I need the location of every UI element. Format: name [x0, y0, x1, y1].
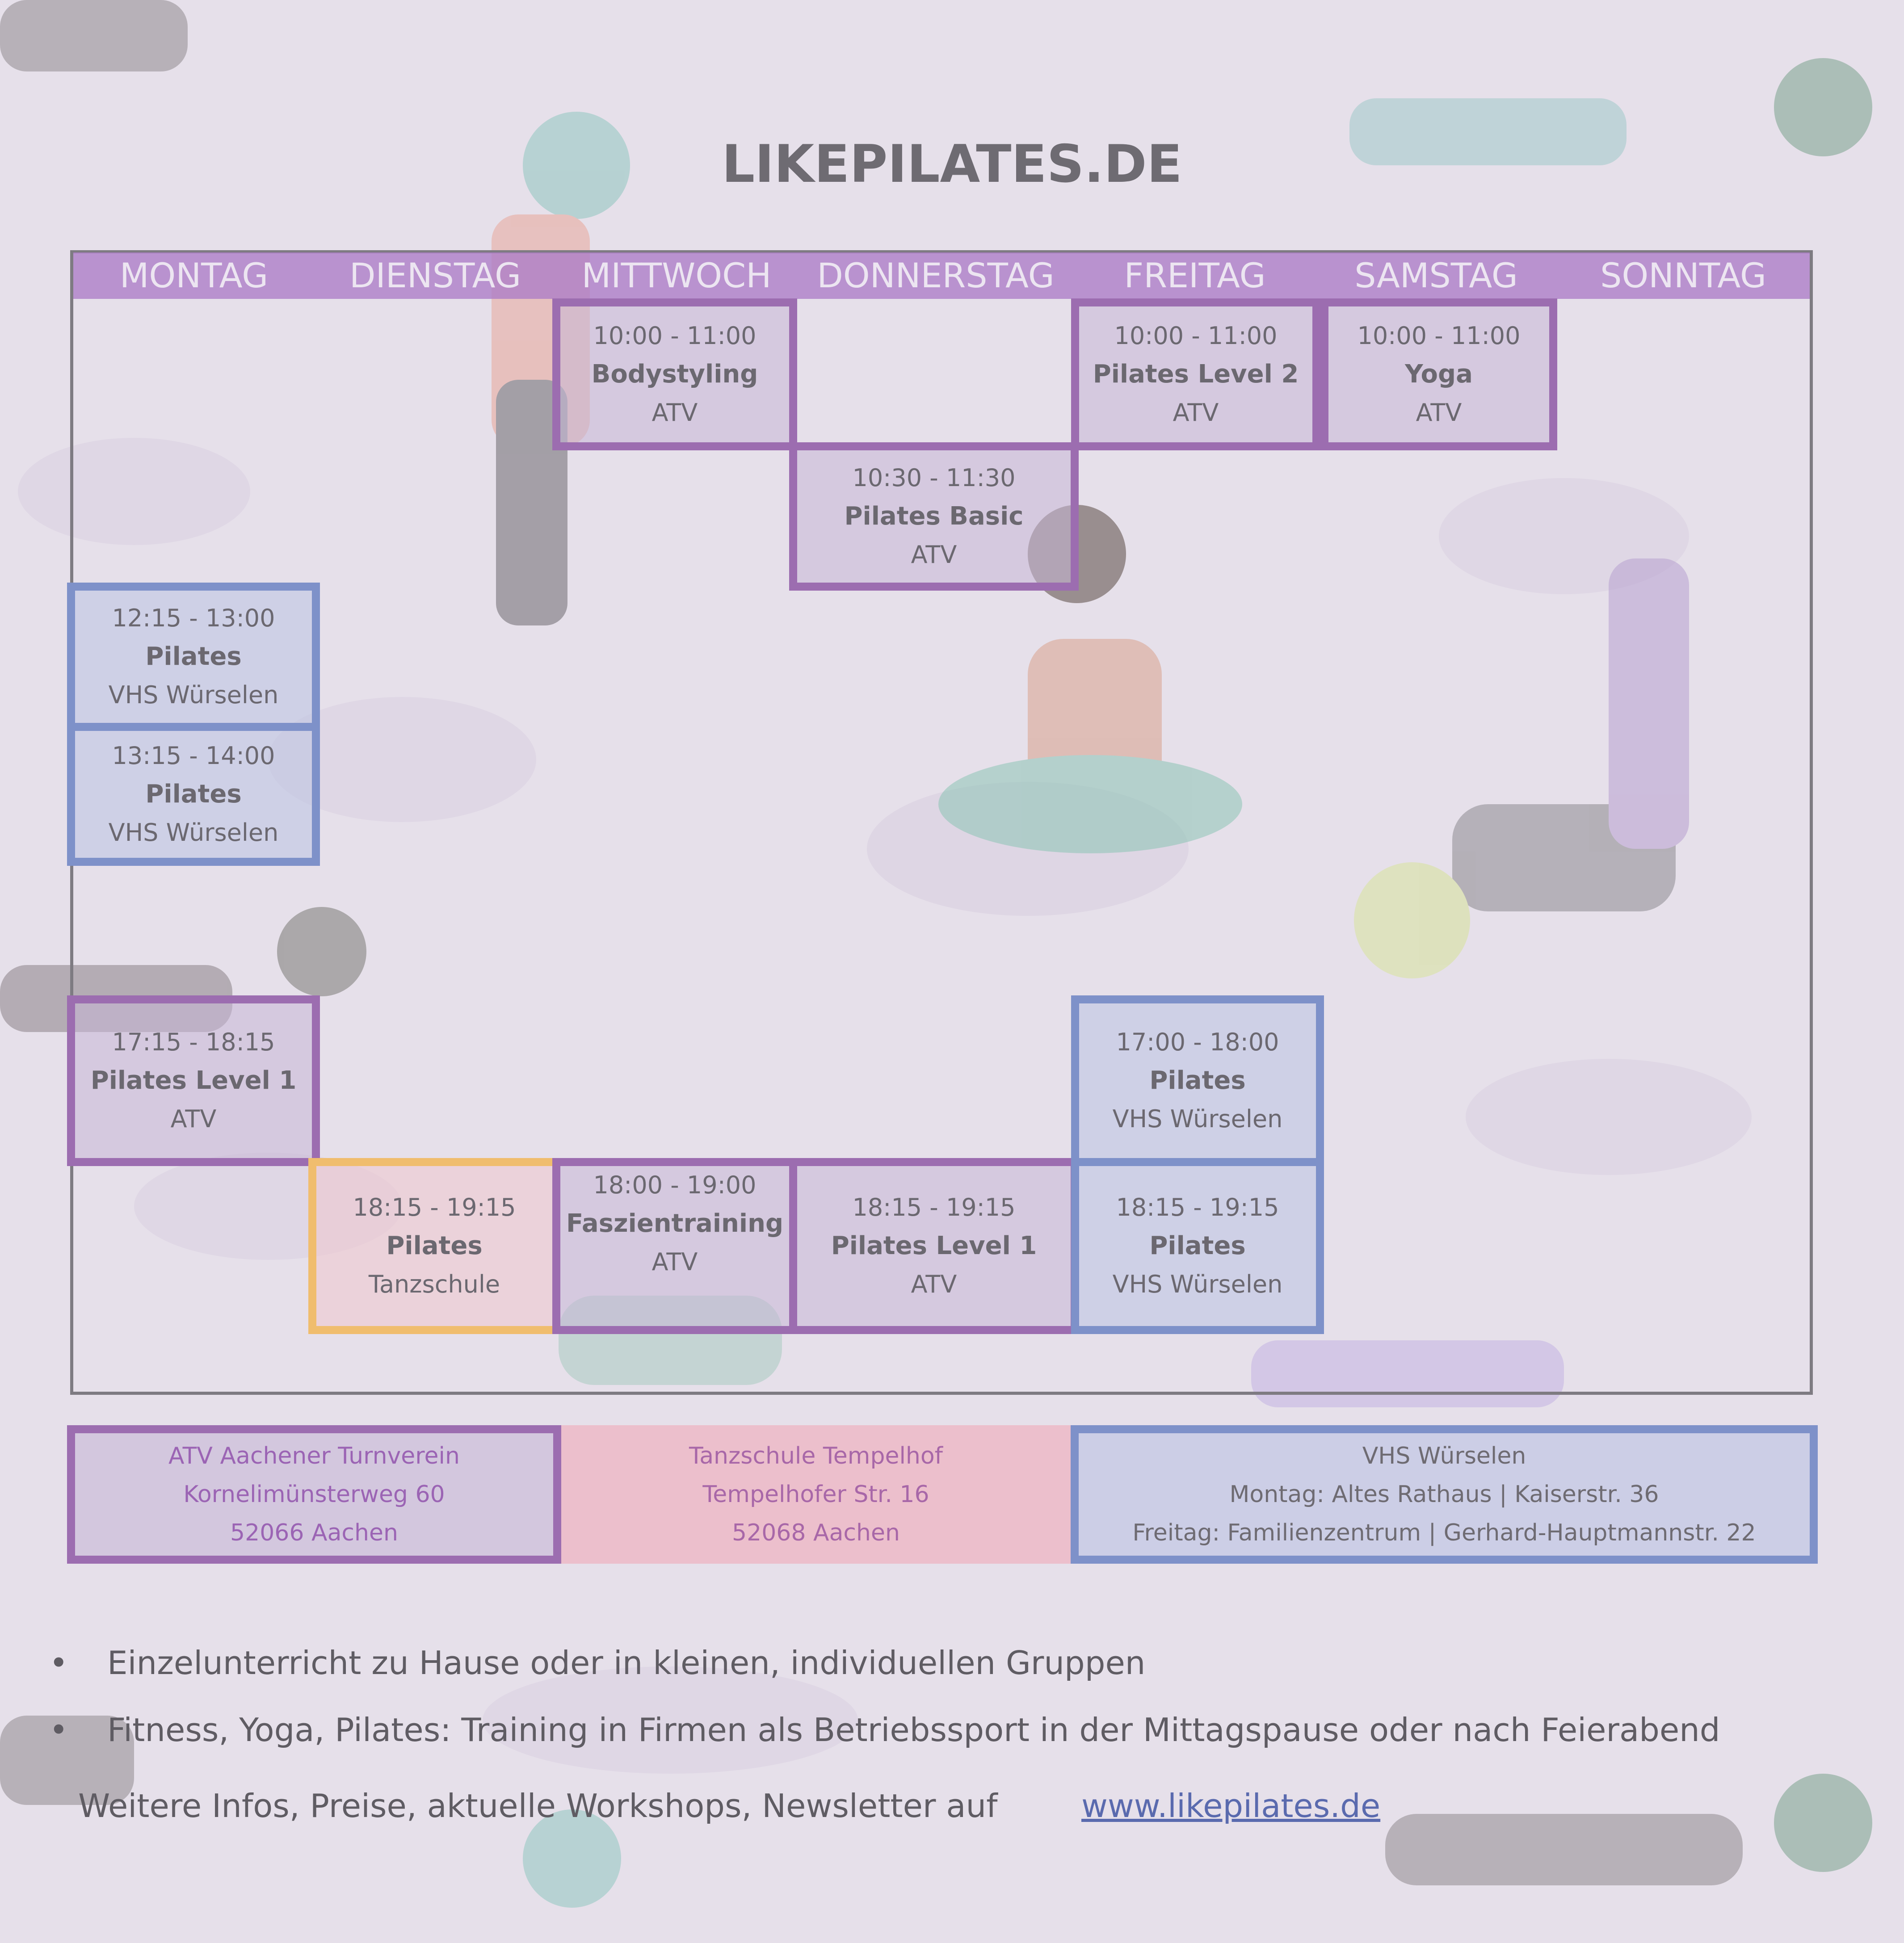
class-time: 18:15 - 19:15 [852, 1193, 1016, 1221]
class-slot-monday-pilates-level-1: 17:15 - 18:15 Pilates Level 1 ATV [67, 995, 320, 1166]
bullet-icon: • [49, 1711, 68, 1749]
day-header-tuesday: DIENSTAG [349, 256, 521, 295]
class-name: Faszientraining [566, 1209, 784, 1238]
class-time: 17:00 - 18:00 [1116, 1028, 1279, 1056]
page-title: LIKEPILATES.DE [722, 134, 1182, 194]
location-friday-address: Freitag: Familienzentrum | Gerhard-Haupt… [1132, 1519, 1756, 1546]
class-time: 17:15 - 18:15 [112, 1028, 275, 1056]
class-name: Pilates [1149, 1066, 1246, 1095]
day-header-monday: MONTAG [119, 256, 269, 295]
location-tanzschule: Tanzschule Tempelhof Tempelhofer Str. 16… [561, 1425, 1071, 1564]
class-slot-monday-pilates-1215: 12:15 - 13:00 Pilates VHS Würselen [67, 583, 320, 731]
location-atv: ATV Aachener Turnverein Kornelimünsterwe… [67, 1425, 561, 1564]
class-location: VHS Würselen [108, 681, 279, 709]
class-slot-monday-pilates-1315: 13:15 - 14:00 Pilates VHS Würselen [67, 723, 320, 866]
class-name: Pilates Level 2 [1093, 360, 1299, 389]
class-location: ATV [911, 541, 957, 569]
class-location: ATV [911, 1270, 957, 1298]
class-name: Pilates Basic [844, 502, 1024, 531]
location-vhs-wuerselen: VHS Würselen Montag: Altes Rathaus | Kai… [1071, 1425, 1818, 1564]
class-slot-friday-pilates-1815: 18:15 - 19:15 Pilates VHS Würselen [1071, 1158, 1324, 1334]
class-name: Pilates Level 1 [831, 1231, 1037, 1260]
class-name: Pilates [1149, 1231, 1246, 1260]
class-slot-friday-pilates-level-2: 10:00 - 11:00 Pilates Level 2 ATV [1071, 298, 1320, 450]
class-location: ATV [1416, 399, 1462, 427]
weekday-header-bar [73, 252, 1810, 299]
class-location: VHS Würselen [1112, 1270, 1283, 1298]
location-monday-address: Montag: Altes Rathaus | Kaiserstr. 36 [1229, 1481, 1659, 1508]
class-name: Pilates [386, 1231, 483, 1260]
class-name: Yoga [1405, 360, 1473, 389]
class-location: ATV [651, 399, 698, 427]
more-info-text: Weitere Infos, Preise, aktuelle Workshop… [78, 1787, 998, 1825]
day-header-wednesday: MITTWOCH [581, 256, 772, 295]
class-location: ATV [651, 1248, 698, 1276]
day-header-friday: FREITAG [1124, 256, 1266, 295]
list-item-text: Einzelunterricht zu Hause oder in kleine… [107, 1644, 1146, 1682]
class-time: 12:15 - 13:00 [112, 604, 275, 632]
class-slot-tuesday-pilates-tanzschule: 18:15 - 19:15 Pilates Tanzschule [308, 1158, 560, 1334]
class-slot-saturday-yoga: 10:00 - 11:00 Yoga ATV [1320, 298, 1557, 450]
class-time: 10:00 - 11:00 [593, 322, 757, 350]
class-time: 10:00 - 11:00 [1357, 322, 1521, 350]
class-slot-friday-pilates-1700: 17:00 - 18:00 Pilates VHS Würselen [1071, 995, 1324, 1166]
day-header-saturday: SAMSTAG [1354, 256, 1518, 295]
class-location: ATV [170, 1105, 217, 1133]
location-name: Tanzschule Tempelhof [689, 1443, 943, 1469]
class-location: VHS Würselen [108, 818, 279, 847]
class-name: Pilates [145, 780, 242, 809]
location-street: Tempelhofer Str. 16 [702, 1481, 929, 1508]
class-slot-wednesday-bodystyling: 10:00 - 11:00 Bodystyling ATV [552, 298, 797, 450]
class-time: 18:15 - 19:15 [353, 1193, 516, 1221]
class-time: 10:00 - 11:00 [1114, 322, 1278, 350]
class-name: Bodystyling [591, 360, 758, 389]
website-link[interactable]: www.likepilates.de [1081, 1787, 1381, 1825]
location-street: Kornelimünsterweg 60 [183, 1481, 445, 1508]
location-name: VHS Würselen [1362, 1443, 1526, 1469]
class-slot-thursday-pilates-level-1: 18:15 - 19:15 Pilates Level 1 ATV [789, 1158, 1079, 1334]
class-time: 13:15 - 14:00 [112, 742, 275, 770]
class-location: VHS Würselen [1112, 1105, 1283, 1133]
location-name: ATV Aachener Turnverein [168, 1443, 460, 1469]
location-city: 52066 Aachen [230, 1519, 398, 1546]
class-slot-wednesday-faszientraining: 18:00 - 19:00 Faszientraining ATV [552, 1158, 797, 1334]
day-header-thursday: DONNERSTAG [817, 256, 1055, 295]
class-location: Tanzschule [368, 1270, 500, 1298]
class-name: Pilates [145, 642, 242, 671]
location-city: 52068 Aachen [732, 1519, 900, 1546]
day-header-sunday: SONNTAG [1600, 256, 1766, 295]
class-slot-thursday-pilates-basic: 10:30 - 11:30 Pilates Basic ATV [789, 442, 1079, 591]
class-name: Pilates Level 1 [90, 1066, 297, 1095]
class-time: 18:15 - 19:15 [1116, 1193, 1279, 1221]
bullet-icon: • [49, 1644, 68, 1682]
list-item-text: Fitness, Yoga, Pilates: Training in Firm… [107, 1711, 1720, 1749]
class-time: 18:00 - 19:00 [593, 1171, 757, 1199]
class-location: ATV [1173, 399, 1219, 427]
class-time: 10:30 - 11:30 [852, 464, 1016, 492]
